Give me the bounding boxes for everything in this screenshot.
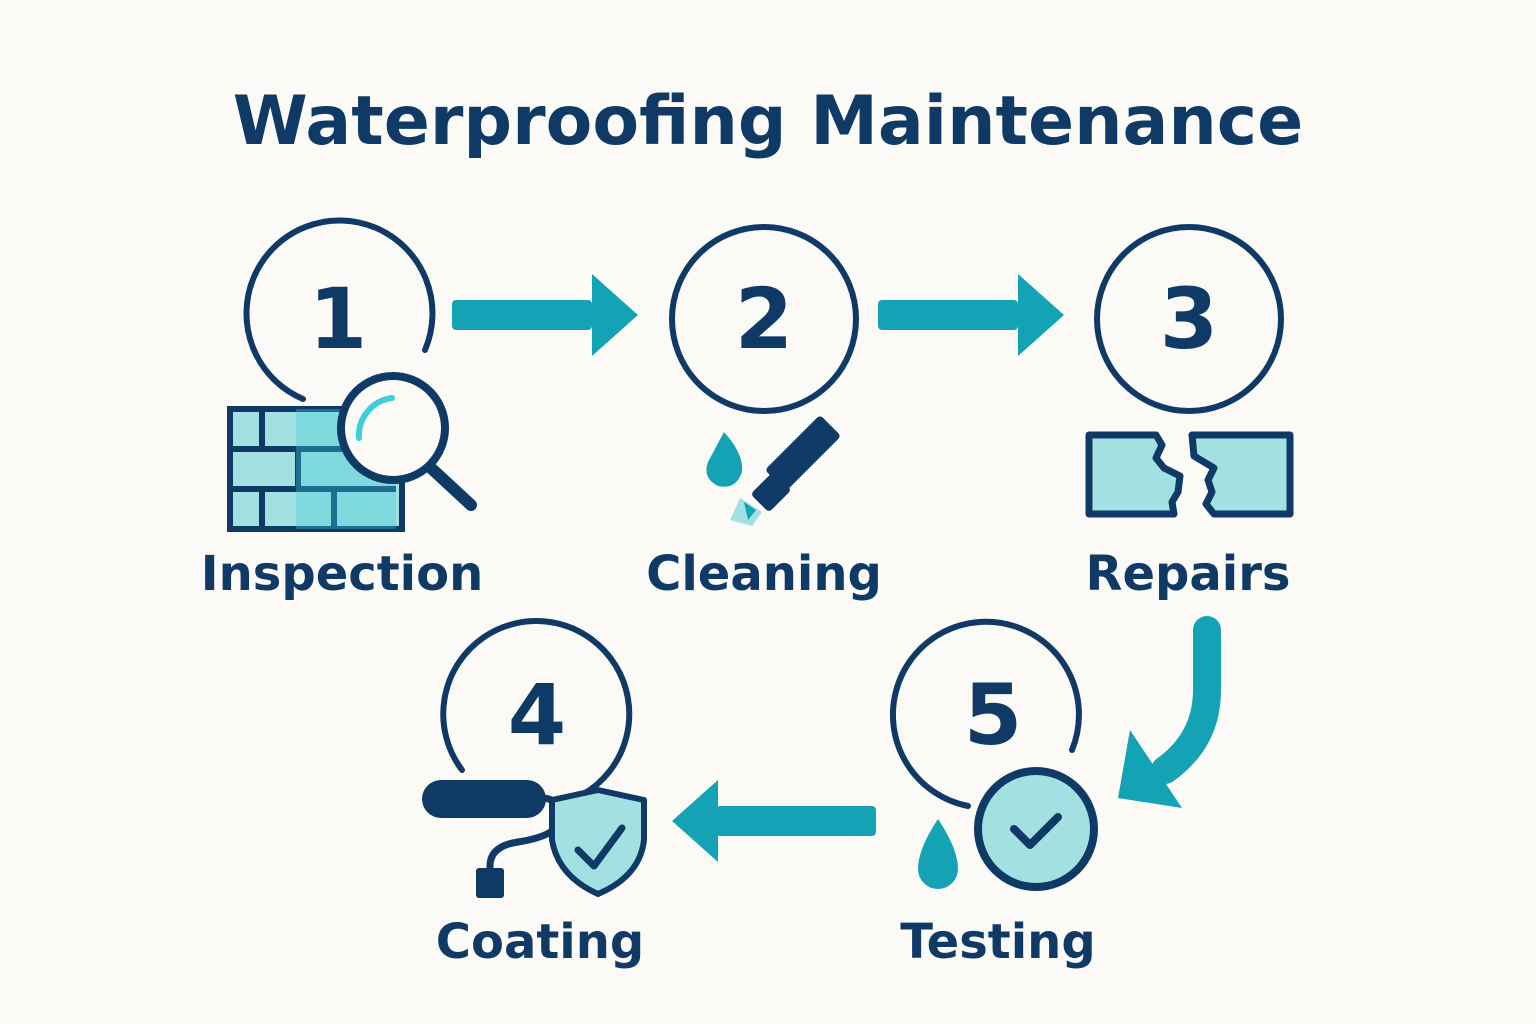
step-number: 1 — [308, 270, 368, 368]
step-label: Coating — [435, 914, 645, 970]
brick-wall-magnifier-icon — [227, 372, 477, 532]
step-label: Repairs — [1085, 546, 1291, 602]
page-title: Waterproofing Maintenance — [232, 82, 1304, 161]
arrow-right-icon — [452, 274, 638, 356]
arrow-right-icon — [878, 274, 1064, 356]
arrow-left-icon — [672, 780, 876, 862]
cracked-slab-icon — [1085, 431, 1294, 518]
step-number: 3 — [1159, 270, 1219, 368]
step-ring — [1094, 224, 1284, 414]
step-label: Testing — [900, 914, 1096, 970]
step-ring — [889, 618, 1082, 809]
step-number: 4 — [507, 666, 567, 764]
step-label: Inspection — [200, 546, 484, 602]
step-ring — [243, 217, 436, 402]
paint-roller-shield-icon — [422, 780, 647, 898]
step-ring — [669, 224, 859, 414]
step-label: Cleaning — [646, 546, 882, 602]
step-ring — [440, 618, 633, 798]
step-number: 5 — [963, 666, 1023, 764]
step-number: 2 — [734, 270, 794, 368]
water-drop-brush-icon — [706, 416, 840, 526]
water-drop-check-icon — [918, 767, 1098, 891]
arrow-curve-down-icon — [1118, 616, 1221, 808]
